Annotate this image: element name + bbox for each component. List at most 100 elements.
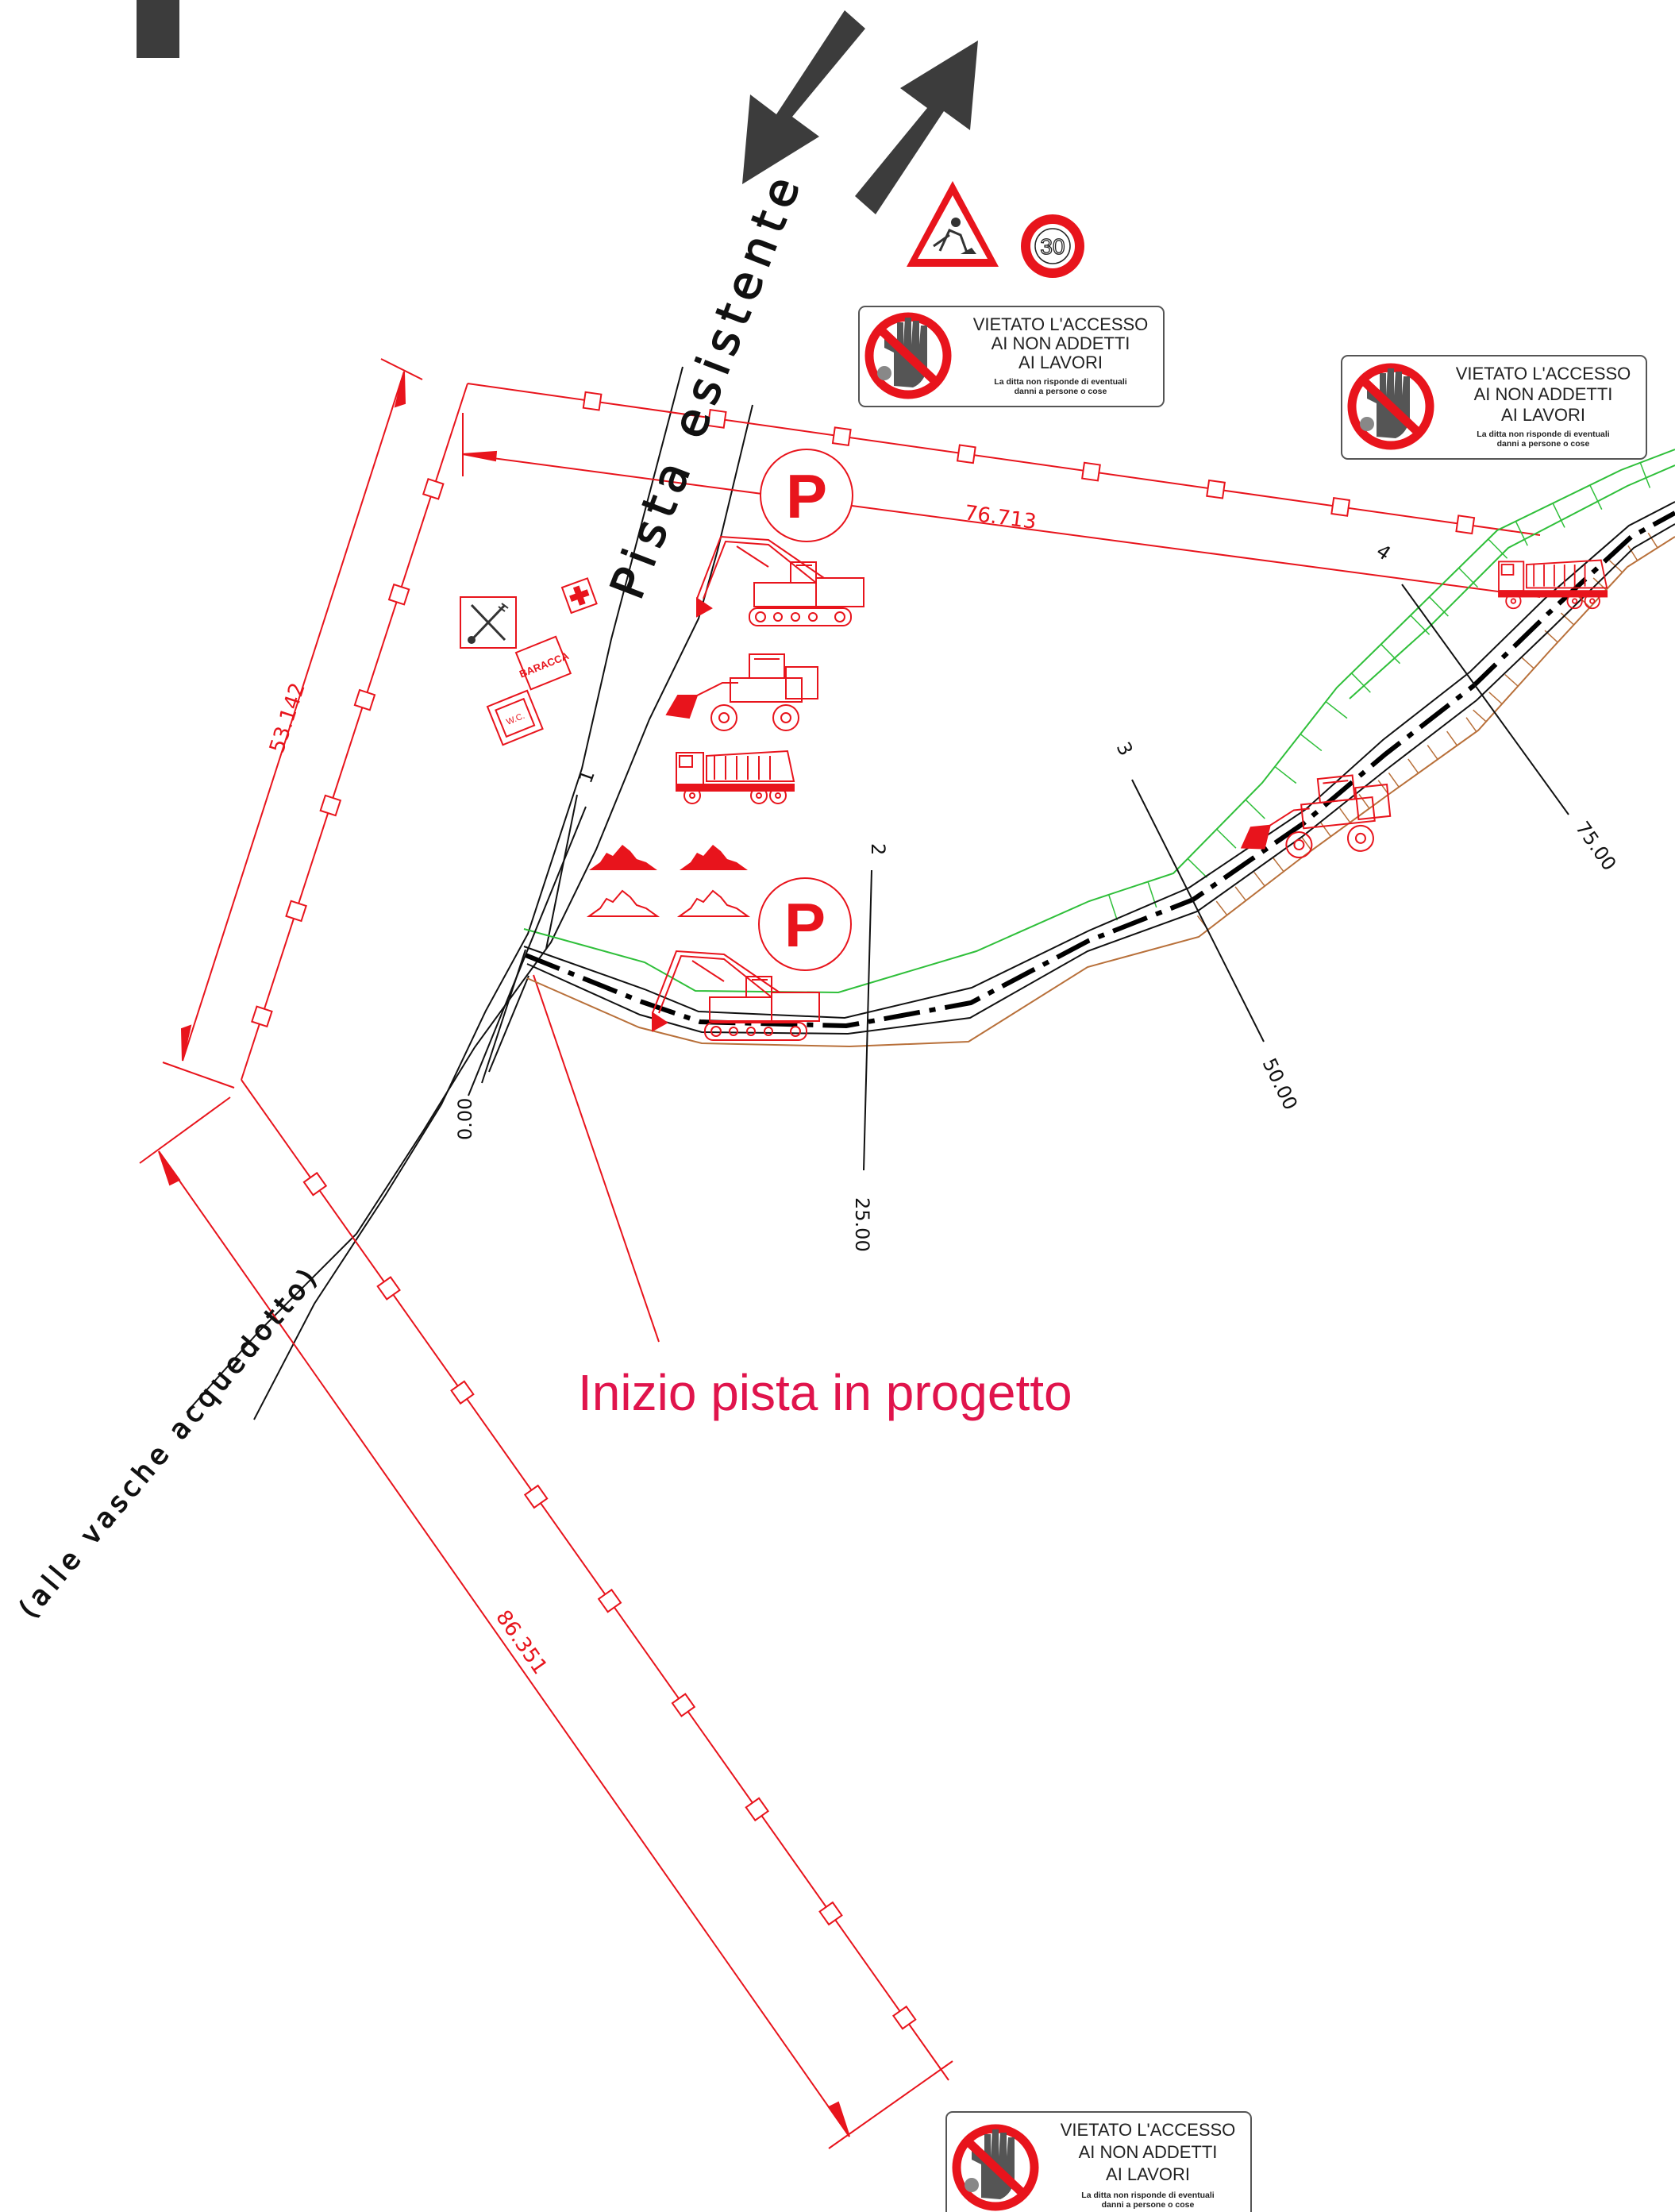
hatch-tick: [1647, 532, 1658, 549]
hatch-tick: [1245, 799, 1265, 819]
hatch-tick: [1253, 872, 1265, 887]
section-number-2: 2: [867, 843, 889, 855]
hatch-tick: [1589, 484, 1603, 510]
svg-text:VIETATO L'ACCESSO: VIETATO L'ACCESSO: [1061, 2120, 1236, 2140]
work-zone-triangle-icon: [907, 181, 999, 267]
hatch-tick: [1407, 758, 1419, 774]
no-access-sign-1: VIETATO L'ACCESSO AI NON ADDETTI AI LAVO…: [858, 306, 1165, 407]
chainage-0: 0.00: [454, 1098, 476, 1140]
first-aid-cross-icon: [560, 577, 598, 615]
svg-text:P: P: [784, 890, 826, 960]
hatch-tick: [1272, 857, 1284, 873]
svg-text:AI NON ADDETTI: AI NON ADDETTI: [992, 333, 1130, 353]
dump-truck-on-track-icon: [1498, 559, 1608, 610]
fence-post: [671, 1693, 696, 1717]
no-entry-icon: [869, 317, 947, 395]
hatch-tick: [1608, 560, 1623, 573]
svg-text:danni a persone o cose: danni a persone o cose: [1497, 439, 1590, 449]
fence-post: [387, 583, 410, 606]
dump-truck-icon: [676, 750, 795, 804]
fence-posts: [251, 391, 1476, 2030]
section-number-4: 4: [1373, 540, 1395, 565]
fence-post: [1081, 461, 1101, 482]
material-pile-icon-2: [680, 845, 748, 870]
hatch-tick: [1215, 900, 1228, 916]
fence-post: [956, 444, 976, 464]
fence-post: [1330, 497, 1351, 517]
fence-post: [597, 1588, 622, 1613]
svg-text:La ditta non risponde di event: La ditta non risponde di eventuali: [994, 377, 1127, 387]
canteen-icon: [460, 596, 517, 649]
svg-text:La ditta non risponde di event: La ditta non risponde di eventuali: [1081, 2191, 1215, 2200]
section-number-1: 1: [574, 767, 599, 786]
hatch-tick: [1377, 780, 1389, 796]
wc-box: W.C.: [486, 689, 544, 746]
hatch-tick: [1429, 596, 1449, 617]
no-access-sign-2: VIETATO L'ACCESSO AI NON ADDETTI AI LAVO…: [1341, 355, 1647, 460]
hatch-tick: [1380, 643, 1401, 665]
hatch-tick: [1410, 615, 1430, 635]
fence-post: [302, 1171, 328, 1197]
fence-lines: [241, 383, 1541, 2081]
project-start-callout: Inizio pista in progetto: [578, 1364, 1072, 1421]
chainage-50: 50.00: [1258, 1054, 1302, 1113]
project-start-lines: [481, 794, 578, 1084]
hatch-tick: [1639, 462, 1651, 488]
map-edge-block: [137, 0, 179, 58]
fence-post: [285, 900, 307, 923]
dimension-left: 53.142: [265, 680, 310, 756]
no-access-sign-3: VIETATO L'ACCESSO AI NON ADDETTI AI LAVO…: [945, 2111, 1252, 2212]
hatch-tick: [1388, 772, 1400, 788]
fence-post: [1206, 479, 1226, 499]
parking-marker-top: P: [760, 449, 853, 542]
hatch-tick: [1560, 612, 1575, 626]
fence-post: [319, 794, 342, 817]
fence-post: [818, 1901, 843, 1926]
hatch-tick: [1465, 717, 1477, 732]
hatch-tick: [1234, 886, 1247, 901]
embankment-top: [523, 449, 1675, 994]
dimension-lines: [139, 358, 1541, 2149]
hatch-tick: [1520, 656, 1534, 669]
svg-text:AI LAVORI: AI LAVORI: [1106, 2164, 1190, 2184]
svg-text:La ditta non risponde di event: La ditta non risponde di eventuali: [1477, 430, 1610, 439]
fence-post: [891, 2005, 917, 2030]
hatch-tick: [1488, 538, 1508, 559]
excavator-icon: [696, 536, 864, 626]
existing-road-label: Pista esistente: [600, 162, 814, 606]
cross-sections: [468, 584, 1569, 1171]
hatch-tick: [1488, 692, 1503, 705]
parking-marker-bottom: P: [758, 877, 852, 971]
barrack-box: BARACCA: [514, 635, 572, 691]
hatch-tick: [1325, 701, 1348, 719]
hatch-tick: [1473, 709, 1487, 723]
hatch-tick: [1627, 545, 1638, 561]
svg-text:30: 30: [1040, 234, 1065, 259]
hatch-tick: [1187, 857, 1208, 878]
fence-post: [582, 391, 603, 411]
chainage-25: 25.00: [851, 1197, 873, 1252]
fence-post: [707, 408, 727, 429]
hatch-tick: [1339, 807, 1351, 823]
svg-text:VIETATO L'ACCESSO: VIETATO L'ACCESSO: [973, 314, 1149, 334]
fence-post: [450, 1380, 475, 1405]
fence-post: [831, 426, 852, 447]
hatch-tick: [1504, 673, 1519, 687]
track-axis: [524, 511, 1675, 1029]
hatch-tick: [1274, 765, 1297, 784]
wheel-loader-icon: [666, 653, 818, 731]
embankment-bottom: [526, 536, 1675, 1048]
chainage-75: 75.00: [1571, 817, 1620, 874]
embankment-hatch: [1107, 462, 1651, 921]
fence-post: [523, 1484, 549, 1509]
fence-post: [353, 688, 376, 711]
fence-post: [1455, 514, 1476, 535]
dimension-top: 76.713: [963, 501, 1038, 534]
hatch-tick: [1216, 828, 1237, 849]
fence-post: [251, 1005, 273, 1028]
hatch-tick: [1107, 894, 1119, 921]
fence-post: [422, 478, 445, 500]
fence-post: [745, 1797, 770, 1822]
hatch-tick: [1300, 835, 1312, 851]
